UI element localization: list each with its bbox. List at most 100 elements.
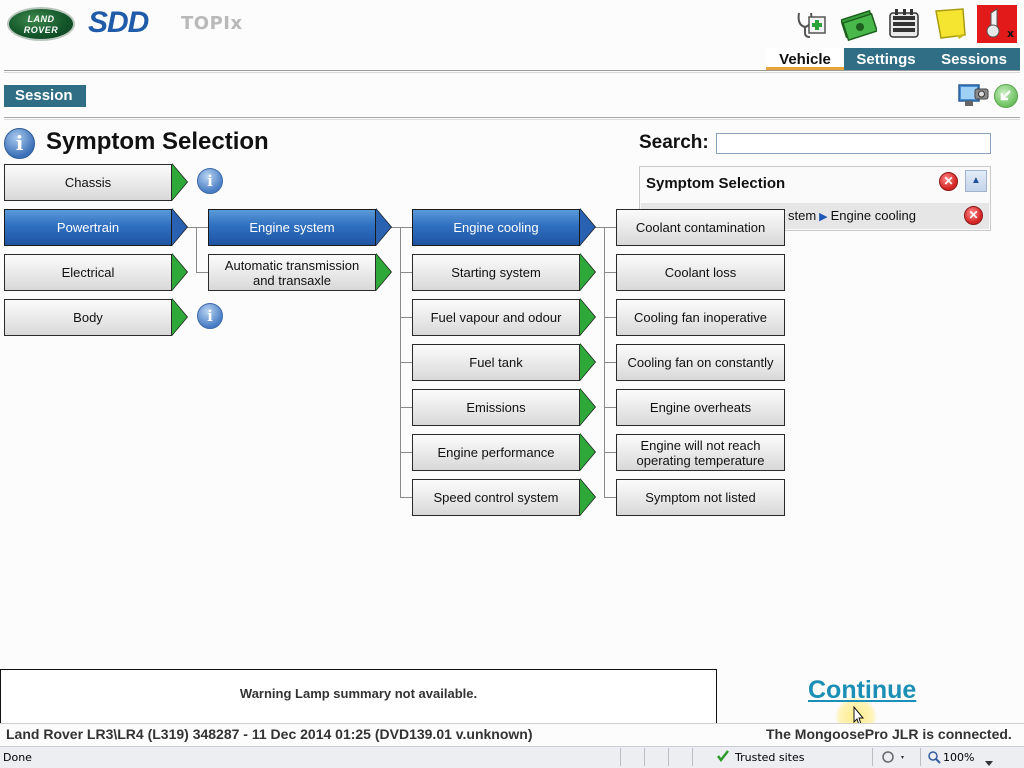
connector-line — [594, 227, 616, 228]
symptom-label: Engine will not reach operating temperat… — [636, 437, 765, 468]
symptom-label: Coolant contamination — [635, 220, 766, 235]
vehicle-info: Land Rover LR3\LR4 (L319) 348287 - 11 De… — [6, 726, 533, 742]
selection-panel-title: Symptom Selection — [646, 175, 786, 192]
subsystem-engine-cooling[interactable]: Engine cooling — [412, 208, 596, 246]
info-icon[interactable]: i — [4, 128, 35, 159]
subsystem-label: Fuel vapour and odour — [430, 310, 562, 325]
subsystem-label: Starting system — [451, 265, 541, 280]
header-divider-shadow — [4, 72, 1020, 73]
subsystem-fuel-tank[interactable]: Fuel tank — [412, 343, 596, 381]
product-name: TOPIx — [181, 13, 243, 34]
subsystem-speed-control[interactable]: Speed control system — [412, 478, 596, 516]
collapse-up-icon[interactable]: ▲ — [965, 170, 987, 192]
status-separator — [692, 748, 693, 766]
status-separator — [872, 748, 873, 766]
symptom-cooling-fan-inoperative[interactable]: Cooling fan inoperative — [616, 299, 785, 336]
zoom-icon[interactable] — [927, 750, 941, 764]
connector-line — [196, 272, 208, 273]
keypad-icon[interactable] — [887, 5, 921, 43]
app-name: SDD — [88, 6, 149, 39]
connector-line — [390, 227, 412, 228]
connector-line — [604, 272, 616, 273]
header-divider — [4, 70, 1020, 71]
subsystem-label: Fuel tank — [469, 355, 523, 370]
connector-line — [400, 272, 412, 273]
stethoscope-icon[interactable] — [793, 5, 827, 43]
category-body[interactable]: Body — [4, 298, 188, 336]
symptom-cooling-fan-constant[interactable]: Cooling fan on constantly — [616, 344, 785, 381]
subsystem-label: Emissions — [466, 400, 526, 415]
warning-lamp-summary: Warning Lamp summary not available. — [0, 669, 717, 725]
breadcrumb-last: Engine cooling — [830, 208, 916, 223]
category-label: Chassis — [64, 175, 112, 190]
system-label: Engine system — [249, 220, 335, 235]
session-label: Session — [4, 85, 86, 107]
svg-text:x: x — [1007, 27, 1014, 40]
connection-status: The MongoosePro JLR is connected. — [766, 726, 1012, 742]
protected-mode-icon[interactable] — [882, 750, 906, 764]
zoom-level[interactable]: 100% — [943, 751, 975, 764]
system-label: Automatic transmission and transaxle — [224, 257, 360, 288]
logo-text-line1: LAND — [27, 14, 55, 24]
symptom-engine-overheats[interactable]: Engine overheats — [616, 389, 785, 426]
remove-selection-icon[interactable]: ✕ — [964, 206, 983, 225]
category-label: Powertrain — [56, 220, 120, 235]
land-rover-logo: LAND ROVER — [7, 7, 75, 41]
subsystem-emissions[interactable]: Emissions — [412, 388, 596, 426]
screenshot-icon[interactable] — [956, 80, 990, 112]
connector-line — [604, 407, 616, 408]
connector-line — [604, 362, 616, 363]
system-automatic-transmission[interactable]: Automatic transmission and transaxle — [208, 253, 392, 291]
tab-sessions[interactable]: Sessions — [928, 48, 1020, 70]
subsystem-fuel-vapour[interactable]: Fuel vapour and odour — [412, 298, 596, 336]
connector-line — [604, 452, 616, 453]
category-label: Electrical — [61, 265, 115, 280]
exit-icon[interactable]: x — [977, 5, 1017, 43]
connector-line — [400, 497, 412, 498]
symptom-coolant-loss[interactable]: Coolant loss — [616, 254, 785, 291]
subsystem-label: Engine cooling — [453, 220, 539, 235]
symptom-coolant-contamination[interactable]: Coolant contamination — [616, 209, 785, 246]
category-powertrain[interactable]: Powertrain — [4, 208, 188, 246]
search-label: Search: — [639, 132, 709, 153]
logo-text-line2: ROVER — [23, 25, 59, 35]
status-separator — [644, 748, 645, 766]
security-zone[interactable]: Trusted sites — [735, 751, 805, 764]
category-chassis[interactable]: Chassis — [4, 163, 188, 201]
connector-line — [186, 227, 208, 228]
subsystem-label: Engine performance — [437, 445, 555, 460]
close-panel-icon[interactable]: ✕ — [939, 172, 958, 191]
session-divider-shadow — [4, 119, 1020, 120]
search-input[interactable] — [716, 133, 991, 154]
chevron-down-icon[interactable] — [985, 754, 993, 766]
symptom-label: Engine overheats — [649, 400, 752, 415]
status-separator — [920, 748, 921, 766]
money-icon[interactable] — [840, 5, 878, 43]
symptom-not-listed[interactable]: Symptom not listed — [616, 479, 785, 516]
symptom-label: Cooling fan on constantly — [627, 355, 774, 370]
session-divider — [4, 117, 1020, 118]
connector-line — [196, 227, 197, 273]
browser-status-bar — [0, 746, 1024, 768]
info-icon[interactable]: i — [197, 168, 223, 194]
note-icon[interactable] — [933, 5, 967, 43]
continue-button[interactable]: Continue — [808, 676, 917, 704]
symptom-label: Symptom not listed — [645, 490, 756, 505]
symptom-not-reach-temperature[interactable]: Engine will not reach operating temperat… — [616, 434, 785, 471]
system-engine[interactable]: Engine system — [208, 208, 392, 246]
subsystem-starting-system[interactable]: Starting system — [412, 253, 596, 291]
status-bar — [0, 723, 1024, 745]
category-electrical[interactable]: Electrical — [4, 253, 188, 291]
status-separator — [668, 748, 669, 766]
selection-breadcrumb: stem▶Engine cooling — [788, 208, 916, 223]
page-title: Symptom Selection — [46, 128, 269, 155]
connector-line — [400, 362, 412, 363]
tab-vehicle[interactable]: Vehicle — [766, 48, 844, 70]
breadcrumb-partial: stem — [788, 208, 817, 223]
symptom-label: Coolant loss — [664, 265, 737, 280]
back-arrow-icon[interactable] — [994, 84, 1018, 108]
info-icon[interactable]: i — [197, 303, 223, 329]
connector-line — [400, 317, 412, 318]
tab-settings[interactable]: Settings — [844, 48, 928, 70]
subsystem-engine-performance[interactable]: Engine performance — [412, 433, 596, 471]
